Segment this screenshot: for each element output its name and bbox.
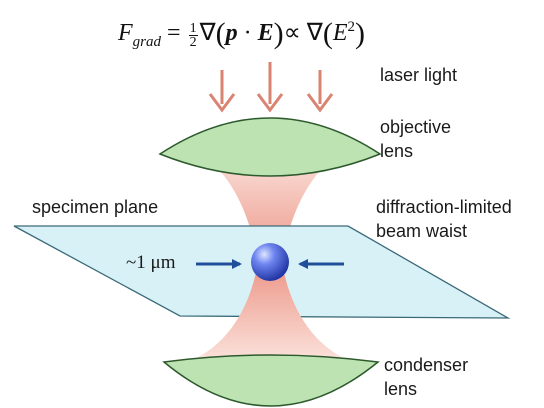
eq-paren-close-1: ) bbox=[273, 17, 284, 50]
condenser-lens-label-line2: lens bbox=[384, 379, 418, 399]
eq-E-squared-exponent: 2 bbox=[347, 19, 356, 35]
eq-dipole-p: p bbox=[225, 20, 238, 46]
trapped-bead bbox=[251, 243, 289, 281]
laser-arrow-left bbox=[208, 70, 236, 113]
objective-lens-label-line2: lens bbox=[380, 141, 414, 161]
eq-nabla-2: ∇ bbox=[306, 20, 323, 46]
laser-arrows bbox=[208, 62, 334, 113]
beam-waist-label-line1: diffraction-limited bbox=[376, 197, 512, 217]
eq-dot: · bbox=[243, 20, 252, 46]
eq-equals: = bbox=[167, 20, 181, 46]
eq-propto: ∝ bbox=[283, 20, 301, 46]
eq-force-symbol: F bbox=[118, 20, 133, 46]
condenser-lens-label-line1: condenser bbox=[384, 355, 469, 375]
beam-waist-label-line2: beam waist bbox=[376, 221, 468, 241]
beam-cone-upper bbox=[188, 150, 352, 262]
objective-lens-label-line1: objective bbox=[380, 117, 452, 137]
eq-paren-open-2: ( bbox=[322, 17, 333, 50]
laser-arrow-right bbox=[306, 70, 334, 113]
beam-cone-lower bbox=[182, 262, 358, 364]
specimen-plane-label: specimen plane bbox=[32, 197, 159, 217]
eq-paren-close-2: ) bbox=[355, 17, 366, 50]
eq-E-squared-base: E bbox=[332, 20, 348, 46]
condenser-lens bbox=[162, 354, 380, 407]
eq-field-E: E bbox=[257, 20, 274, 46]
objective-lens bbox=[158, 117, 382, 177]
scale-label: ~1 μm bbox=[126, 252, 176, 273]
eq-frac-numerator: 1 bbox=[188, 21, 198, 36]
laser-light-label: laser light bbox=[380, 65, 458, 85]
eq-paren-open-1: ( bbox=[215, 17, 226, 50]
eq-nabla-1: ∇ bbox=[199, 20, 216, 46]
laser-arrow-center bbox=[256, 62, 284, 113]
eq-force-subscript: grad bbox=[132, 34, 162, 50]
eq-frac-denominator: 2 bbox=[189, 35, 197, 50]
